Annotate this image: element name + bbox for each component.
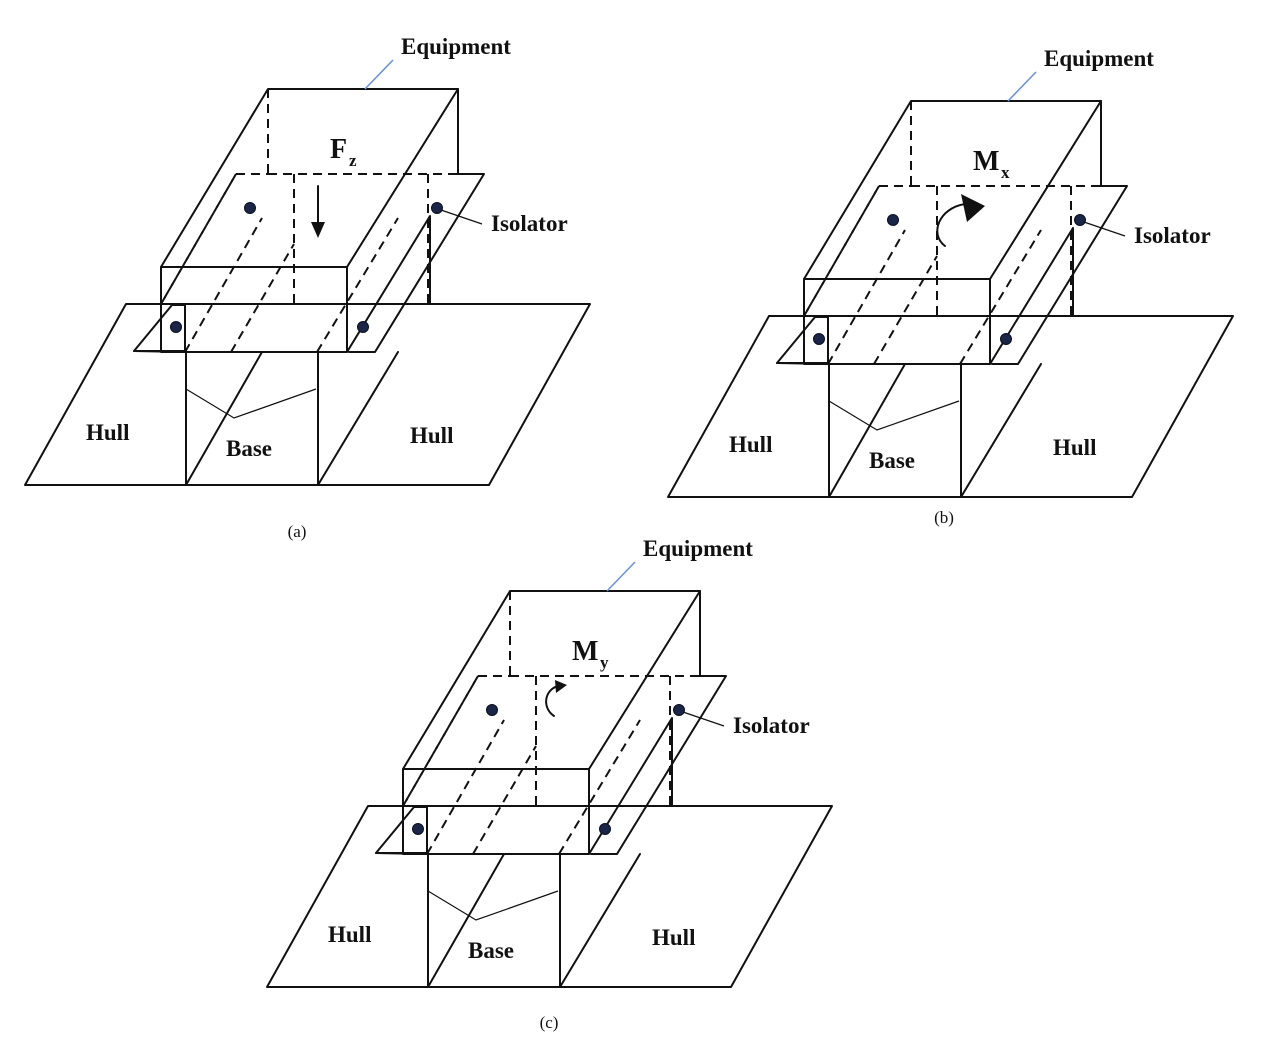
equipment-leader-line — [1007, 71, 1037, 102]
base-label-leader — [828, 400, 960, 431]
mount-plate-right-edge — [991, 185, 1128, 365]
base-diagonal-right — [960, 363, 1042, 498]
isolator-dot-4 — [599, 823, 611, 835]
equipment-leader-line — [364, 59, 394, 90]
moment-arrow-head-icon — [961, 194, 985, 222]
base-label: Base — [468, 938, 514, 963]
hidden-edge-11 — [803, 185, 880, 317]
base-diagonal-left — [427, 853, 505, 988]
base-label: Base — [869, 448, 915, 473]
hidden-edge-8 — [472, 745, 537, 855]
hidden-edge-9 — [558, 719, 641, 855]
hidden-edge-11 — [402, 675, 479, 807]
hidden-edge-7 — [827, 229, 906, 365]
base-diagonal-left — [828, 363, 906, 498]
force-arrow-head-icon — [311, 222, 325, 238]
base-label: Base — [226, 436, 272, 461]
isolator-label: Isolator — [491, 211, 568, 236]
base-label-leader — [185, 388, 317, 419]
base-diagonal-right — [317, 351, 399, 486]
base-diagonal-left — [185, 351, 263, 486]
hidden-edge-7 — [426, 719, 505, 855]
isolator-dot-4 — [1000, 333, 1012, 345]
moment-arrow-head-icon — [555, 680, 567, 693]
mount-plate-right-edge — [348, 173, 485, 353]
isolator-dot-3 — [412, 823, 424, 835]
isolator-dot-1 — [244, 202, 256, 214]
equipment-side-lower — [346, 215, 431, 353]
panel-caption: (b) — [934, 508, 954, 527]
hull-right-label: Hull — [1053, 435, 1096, 460]
isolator-leader-line — [682, 711, 725, 727]
equipment-side-lower — [989, 227, 1074, 365]
hidden-edge-8 — [873, 255, 938, 365]
equipment-front-face — [402, 768, 590, 855]
base-label-leader — [427, 890, 559, 921]
isolator-leader-line — [1083, 221, 1126, 237]
isolator-leader-line — [440, 209, 483, 225]
equipment-top-face — [803, 100, 1102, 280]
base-diagonal-right — [559, 853, 641, 988]
hull-right-label: Hull — [410, 423, 453, 448]
equipment-front-face — [803, 278, 991, 365]
mount-plate-right-edge — [590, 675, 727, 855]
equipment-top-face — [160, 88, 459, 268]
hull-left-label: Hull — [86, 420, 129, 445]
hidden-edge-11 — [160, 173, 237, 305]
isolator-dot-3 — [813, 333, 825, 345]
load-symbol-label: M — [572, 636, 598, 667]
equipment-top-face — [402, 590, 701, 770]
moment-arrow-arc-icon — [545, 685, 559, 717]
equipment-leader-line — [606, 561, 636, 592]
isolator-dot-2 — [1074, 214, 1086, 226]
hull-plate-outline — [667, 315, 1234, 498]
load-symbol-label: M — [973, 146, 999, 177]
isolator-dot-2 — [673, 704, 685, 716]
load-symbol-label: F — [330, 134, 347, 165]
isolator-dot-2 — [431, 202, 443, 214]
isolator-label: Isolator — [733, 713, 810, 738]
load-subscript-label: x — [1001, 163, 1010, 182]
hidden-edge-7 — [184, 217, 263, 353]
equipment-front-face — [160, 266, 348, 353]
hull-left-label: Hull — [328, 922, 371, 947]
load-subscript-label: y — [600, 653, 609, 672]
hull-plate-outline — [266, 805, 833, 988]
panel-caption: (c) — [540, 1013, 559, 1032]
equipment-label: Equipment — [401, 34, 511, 59]
isolator-dot-1 — [887, 214, 899, 226]
hidden-edge-9 — [959, 229, 1042, 365]
hull-right-label: Hull — [652, 925, 695, 950]
hull-plate-outline — [24, 303, 591, 486]
isolator-dot-1 — [486, 704, 498, 716]
hidden-edge-9 — [316, 217, 399, 353]
load-subscript-label: z — [349, 151, 357, 170]
hidden-edge-8 — [230, 243, 295, 353]
equipment-label: Equipment — [643, 536, 753, 561]
equipment-side-lower — [588, 717, 673, 855]
isolator-dot-3 — [170, 321, 182, 333]
panel-caption: (a) — [288, 522, 307, 541]
equipment-label: Equipment — [1044, 46, 1154, 71]
moment-arrow-arc-icon — [936, 203, 966, 247]
hull-left-label: Hull — [729, 432, 772, 457]
isolator-dot-4 — [357, 321, 369, 333]
isolator-label: Isolator — [1134, 223, 1211, 248]
